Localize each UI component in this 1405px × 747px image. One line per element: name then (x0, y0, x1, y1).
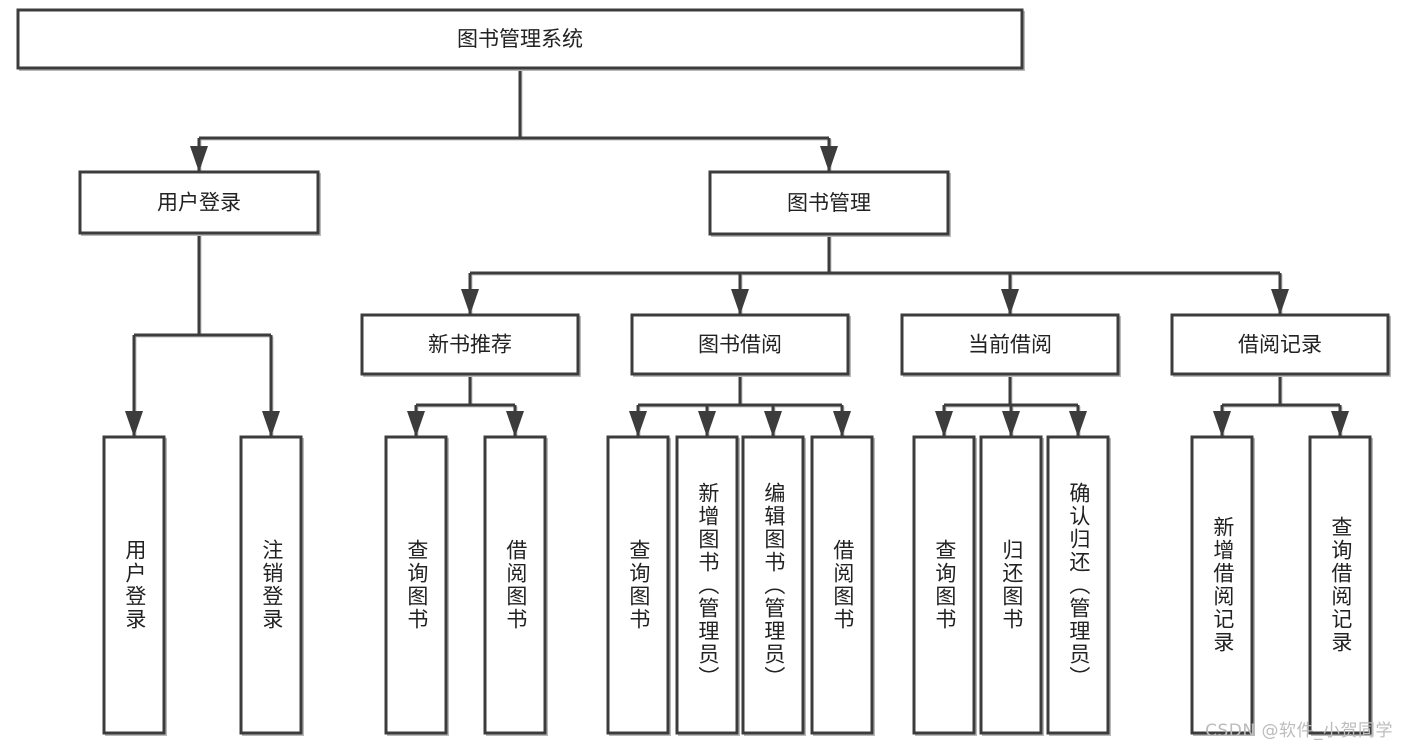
node-leaf-borrow-book[interactable] (810, 435, 874, 735)
node-current-borrow-label: 当前借阅 (968, 333, 1052, 357)
node-leaf-add-book-admin[interactable] (675, 435, 739, 735)
node-leaf-query-book-borrow[interactable] (606, 435, 670, 735)
arrow-user-login-child-0 (125, 411, 143, 437)
node-leaf-user-login[interactable] (102, 435, 166, 735)
node-borrow-record-label: 借阅记录 (1238, 333, 1322, 357)
arrow-current-borrow-child-1 (1002, 411, 1020, 437)
arrow-borrow-record-child-0 (1213, 411, 1231, 437)
node-book-borrow-label: 图书借阅 (698, 333, 782, 357)
node-new-book-recommend[interactable] (360, 313, 580, 376)
node-new-book-recommend-label: 新书推荐 (428, 333, 512, 357)
arrow-to-new-book-recommend (461, 289, 479, 315)
arrow-current-borrow-child-0 (935, 411, 953, 437)
node-leaf-add-borrow-record[interactable] (1190, 435, 1254, 735)
arrow-to-current-borrow (1001, 289, 1019, 315)
node-leaf-query-borrow-record[interactable] (1308, 435, 1372, 735)
arrow-new-book-recommend-child-0 (407, 411, 425, 437)
arrow-to-user-login (190, 146, 208, 172)
node-leaf-query-book-recommend[interactable] (384, 435, 448, 735)
arrow-to-book-borrow (731, 289, 749, 315)
node-user-login[interactable] (78, 170, 320, 235)
node-book-borrow[interactable] (630, 313, 850, 376)
arrow-user-login-child-1 (262, 411, 280, 437)
node-user-login-label: 用户登录 (157, 191, 241, 215)
boxes-layer (16, 8, 1391, 736)
node-leaf-borrow-book-recommend[interactable] (483, 435, 547, 735)
arrow-book-borrow-child-0 (629, 411, 647, 437)
node-leaf-logout-login[interactable] (239, 435, 303, 735)
arrow-new-book-recommend-child-1 (506, 411, 524, 437)
arrow-to-borrow-record (1271, 289, 1289, 315)
node-root-label: 图书管理系统 (457, 27, 583, 51)
node-leaf-edit-book-admin[interactable] (741, 435, 805, 735)
watermark-text: CSDN @软件_小贺同学 (1205, 721, 1393, 741)
node-current-borrow[interactable] (900, 313, 1120, 376)
node-borrow-record[interactable] (1170, 313, 1390, 376)
arrow-book-borrow-child-1 (698, 411, 716, 437)
node-book-management[interactable] (708, 170, 950, 236)
connectors-layer (125, 68, 1349, 439)
node-root[interactable] (16, 8, 1024, 70)
arrow-to-book-management (820, 146, 838, 172)
node-leaf-confirm-return-admin[interactable] (1046, 435, 1110, 735)
node-leaf-query-book-current[interactable] (912, 435, 976, 735)
arrow-book-borrow-child-3 (833, 411, 851, 437)
arrow-borrow-record-child-1 (1331, 411, 1349, 437)
node-leaf-return-book[interactable] (979, 435, 1043, 735)
arrow-current-borrow-child-2 (1069, 411, 1087, 437)
arrow-book-borrow-child-2 (764, 411, 782, 437)
node-book-management-label: 图书管理 (787, 191, 871, 215)
